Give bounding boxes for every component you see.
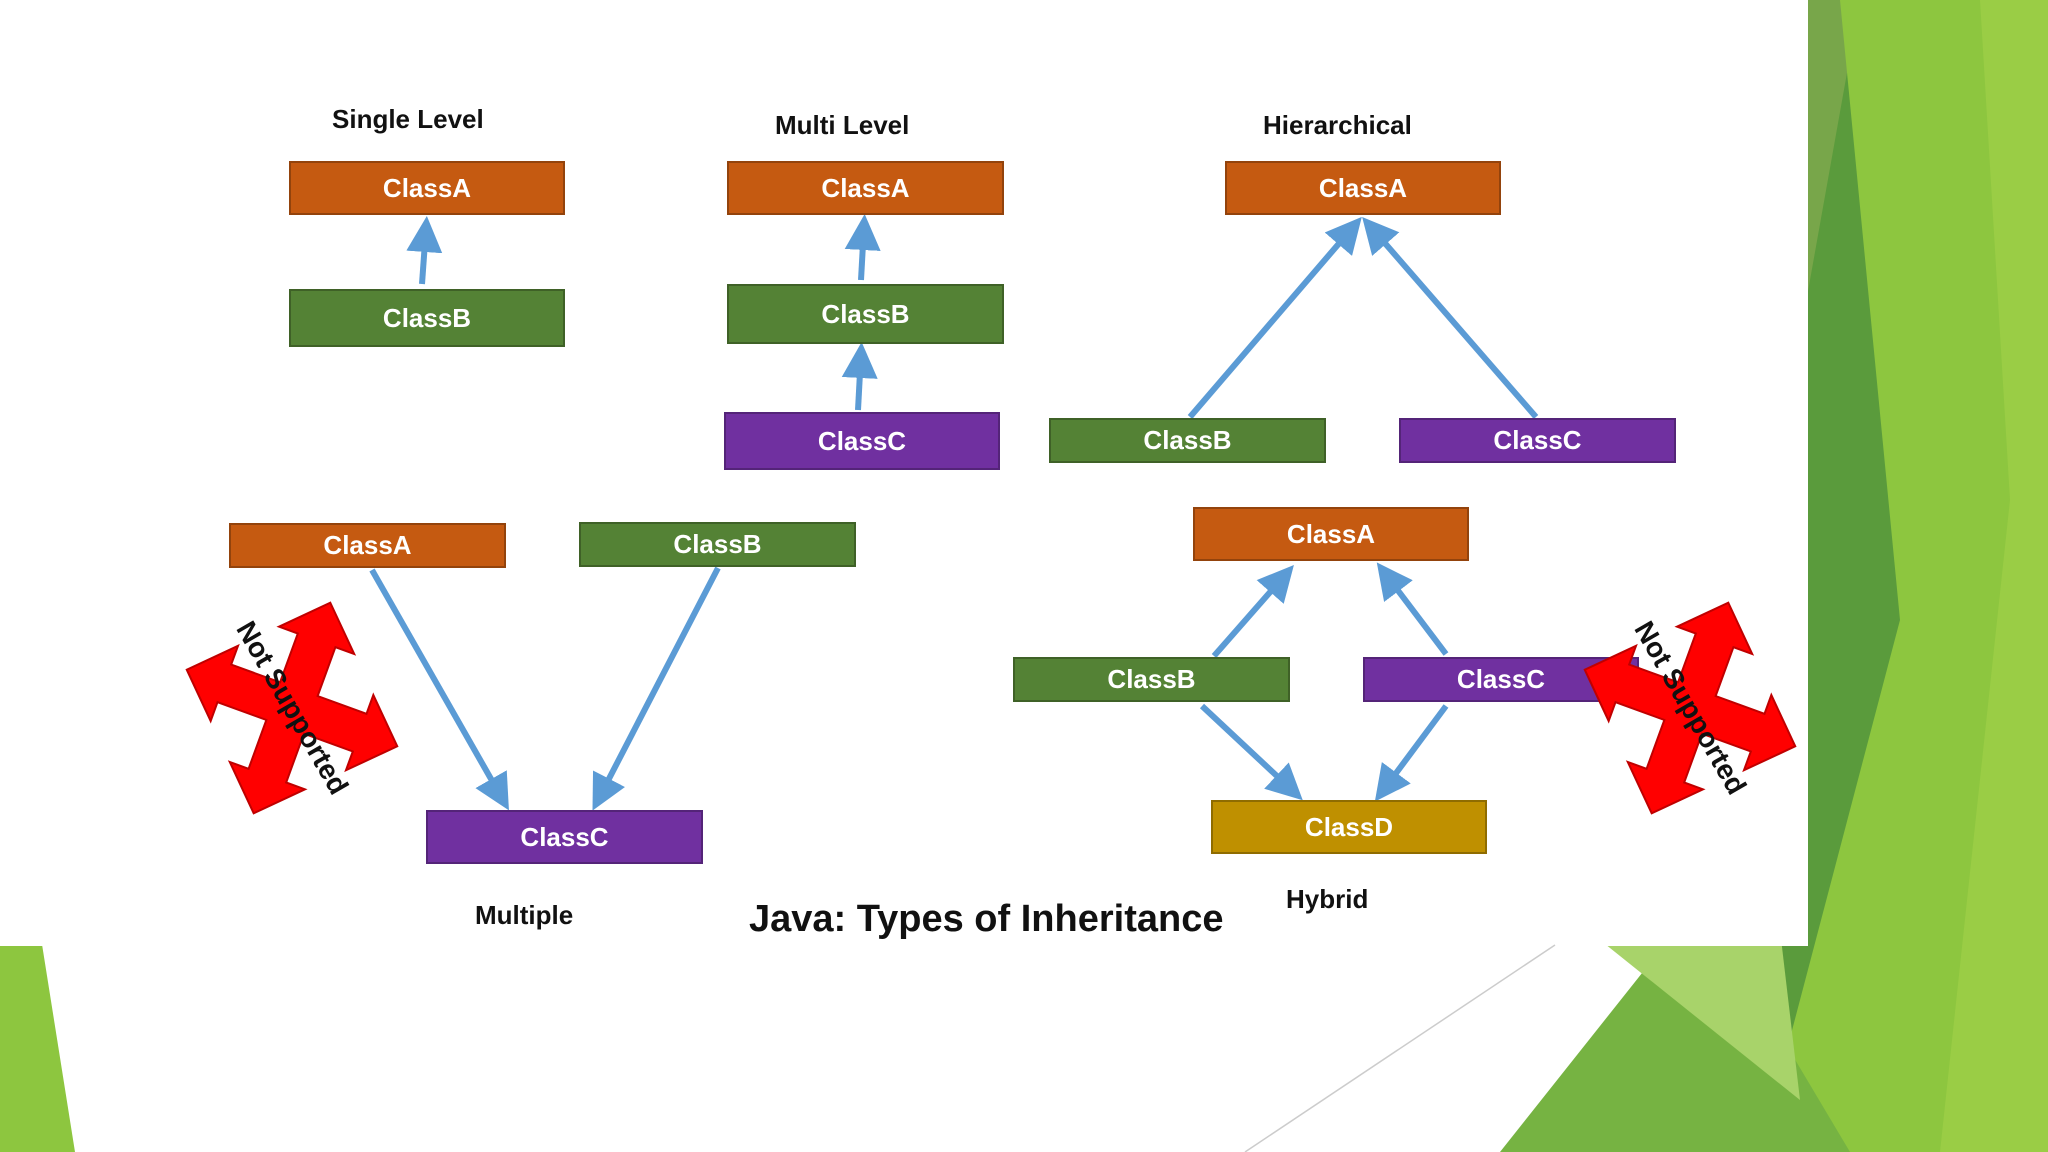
bg-shape-far-right <box>1940 0 2048 1152</box>
label-single-level: Single Level <box>332 104 484 134</box>
label-hierarchical: Hierarchical <box>1263 110 1412 140</box>
red-cross-arrow-icon <box>1583 601 1797 815</box>
hier-class-b: ClassB <box>1049 418 1326 463</box>
arrow-hybrid-c-to-d <box>1374 704 1449 802</box>
multiple-class-a: ClassA <box>229 523 506 568</box>
cross-white-notch <box>240 623 285 667</box>
label-multi-level: Multi Level <box>775 110 910 140</box>
bg-thin-line <box>1244 944 1556 1152</box>
arrow-hybrid-b-to-a <box>1211 564 1294 658</box>
multi-class-a: ClassA <box>727 161 1004 215</box>
diagram-title: Java: Types of Inheritance <box>749 898 1224 940</box>
label-multiple: Multiple <box>475 900 574 930</box>
single-class-b: ClassB <box>289 289 565 347</box>
not-supported-stamp-multiple: Not Supported <box>172 588 412 828</box>
multiple-class-b: ClassB <box>579 522 856 567</box>
multiple-class-c: ClassC <box>426 810 703 864</box>
arrow-hybrid-b-to-d <box>1199 703 1303 801</box>
hier-class-a: ClassA <box>1225 161 1501 215</box>
hybrid-class-a: ClassA <box>1193 507 1469 561</box>
arrow-multiple-b-to-c <box>592 566 721 811</box>
arrow-multiple-a-to-c <box>369 568 509 811</box>
arrow-single-b-to-a <box>406 216 443 285</box>
label-hybrid: Hybrid <box>1286 884 1369 914</box>
cross-arrow-shape <box>185 601 399 815</box>
multi-class-c: ClassC <box>724 412 1000 470</box>
cross-white-notch <box>299 749 344 793</box>
cross-white-notch <box>1697 749 1742 793</box>
arrow-hier-b-to-a <box>1187 216 1362 419</box>
cross-white-notch <box>1605 715 1649 760</box>
arrow-hybrid-c-to-a <box>1376 562 1449 656</box>
bg-shape-top-white <box>1570 0 1808 95</box>
multi-class-b: ClassB <box>727 284 1004 344</box>
cross-white-notch <box>1638 623 1683 667</box>
cross-white-notch <box>207 715 251 760</box>
arrow-multi-b-to-a <box>844 214 881 281</box>
bg-shape-bottom-left <box>1500 900 1850 1152</box>
cross-arrow-shape <box>1583 601 1797 815</box>
not-supported-stamp-hybrid: Not Supported <box>1570 588 1810 828</box>
arrow-hier-c-to-a <box>1362 216 1539 419</box>
arrow-multi-c-to-b <box>841 342 878 411</box>
hybrid-class-b: ClassB <box>1013 657 1290 702</box>
red-cross-arrow-icon <box>185 601 399 815</box>
single-class-a: ClassA <box>289 161 565 215</box>
hier-class-c: ClassC <box>1399 418 1676 463</box>
cross-white-notch <box>1731 656 1775 701</box>
hybrid-class-d: ClassD <box>1211 800 1487 854</box>
cross-white-notch <box>333 656 377 701</box>
